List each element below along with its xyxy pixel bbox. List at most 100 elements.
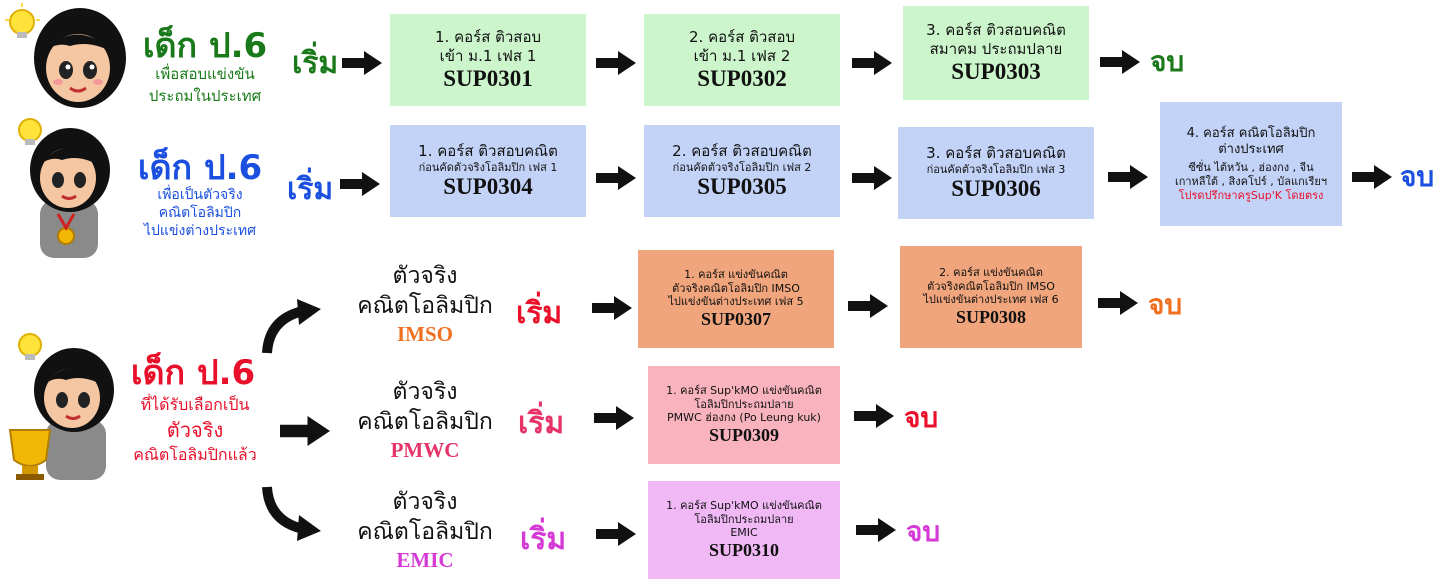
comp-line2: คณิตโอลิมปิก bbox=[357, 292, 493, 319]
pmwc-arrow-end bbox=[854, 404, 894, 428]
imso-start-label: เริ่ม bbox=[516, 296, 563, 331]
imso-arrow-start bbox=[592, 296, 632, 320]
row2-subtitle-line3: ไปแข่งต่างประเทศ bbox=[144, 223, 256, 240]
course-line2: ตัวจริงคณิตโอลิมปิก IMSO bbox=[672, 281, 800, 295]
course-box-international[interactable]: 4. คอร์ส คณิตโอลิมปิก ต่างประเทศ ซีซั่น … bbox=[1160, 102, 1342, 226]
course-box-sup0301[interactable]: 1. คอร์ส ติวสอบ เข้า ม.1 เฟส 1 SUP0301 bbox=[390, 14, 586, 106]
row2-arrow-end bbox=[1352, 165, 1392, 189]
course-line2: ก่อนคัดตัวจริงโอลิมปิก เฟส 2 bbox=[672, 160, 812, 174]
pmwc-arrow-start bbox=[594, 406, 634, 430]
course-code: SUP0301 bbox=[443, 65, 533, 91]
course-code: SUP0309 bbox=[708, 425, 779, 446]
course-code: SUP0307 bbox=[700, 309, 771, 330]
row1-subtitle-line2: ประถมในประเทศ bbox=[148, 86, 262, 105]
pmwc-start-label: เริ่ม bbox=[518, 406, 565, 441]
mascot-girl-2 bbox=[18, 118, 110, 258]
mascot-girl-1 bbox=[5, 3, 126, 108]
row3-subtitle: ที่ได้รับเลือกเป็น ตัวจริง คณิตโอลิมปิกแ… bbox=[110, 394, 280, 467]
course-box-sup0303[interactable]: 3. คอร์ส ติวสอบคณิต สมาคม ประถมปลาย SUP0… bbox=[903, 6, 1089, 100]
mascot-girl-3 bbox=[8, 333, 114, 480]
course-line2: เข้า ม.1 เฟส 2 bbox=[693, 47, 791, 65]
course-line3: ซีซั่น ไต้หวัน , ฮ่องกง , จีน bbox=[1188, 161, 1314, 175]
row1-subtitle: เพื่อสอบแข่งขัน ประถมในประเทศ bbox=[115, 64, 295, 108]
imso-arrow-end bbox=[1098, 291, 1138, 315]
course-box-sup0304[interactable]: 1. คอร์ส ติวสอบคณิต ก่อนคัดตัวจริงโอลิมป… bbox=[390, 125, 586, 217]
course-line1: 2. คอร์ส ติวสอบคณิต bbox=[672, 141, 812, 160]
course-box-sup0308[interactable]: 2. คอร์ส แข่งขันคณิต ตัวจริงคณิตโอลิมปิก… bbox=[900, 246, 1082, 348]
comp-line1: ตัวจริง bbox=[392, 379, 458, 405]
course-line1: 1. คอร์ส ติวสอบคณิต bbox=[418, 141, 558, 160]
row1-arrow-end bbox=[1100, 50, 1140, 74]
course-line1: 3. คอร์ส ติวสอบคณิต bbox=[926, 21, 1066, 40]
row3-subtitle-line3: คณิตโอลิมปิกแล้ว bbox=[133, 445, 257, 465]
course-line2: โอลิมปิกประถมปลาย bbox=[694, 397, 794, 411]
course-line1: 1. คอร์ส Sup'kMO แข่งขันคณิต bbox=[666, 383, 822, 397]
course-line1: 3. คอร์ส ติวสอบคณิต bbox=[926, 143, 1066, 162]
row2-arrow-start bbox=[340, 172, 380, 196]
row1-arrow-2 bbox=[852, 51, 892, 75]
row2-end-label: จบ bbox=[1400, 160, 1435, 193]
emic-end-label: จบ bbox=[906, 515, 941, 548]
course-line2: ต่างประเทศ bbox=[1218, 141, 1284, 157]
course-line2: เข้า ม.1 เฟส 1 bbox=[439, 47, 537, 65]
row1-subtitle-line1: เพื่อสอบแข่งขัน bbox=[155, 65, 255, 83]
row3-subtitle-line1: ที่ได้รับเลือกเป็น bbox=[140, 395, 250, 414]
row2-subtitle-line1: เพื่อเป็นตัวจริง bbox=[157, 187, 243, 203]
row2-arrow-2 bbox=[852, 166, 892, 190]
emic-arrow-end bbox=[856, 518, 896, 542]
comp-line2: คณิตโอลิมปิก bbox=[357, 518, 493, 545]
row3-title: เด็ก ป.6 bbox=[130, 353, 256, 393]
branch-arrow-up bbox=[262, 299, 321, 354]
course-line2: ตัวจริงคณิตโอลิมปิก IMSO bbox=[927, 279, 1055, 293]
course-line1: 1. คอร์ส Sup'kMO แข่งขันคณิต bbox=[666, 498, 822, 512]
pmwc-end-label: จบ bbox=[904, 401, 939, 434]
course-box-sup0302[interactable]: 2. คอร์ส ติวสอบ เข้า ม.1 เฟส 2 SUP0302 bbox=[644, 14, 840, 106]
course-box-sup0305[interactable]: 2. คอร์ส ติวสอบคณิต ก่อนคัดตัวจริงโอลิมป… bbox=[644, 125, 840, 217]
row1-title: เด็ก ป.6 bbox=[142, 26, 268, 66]
row2-arrow-1 bbox=[596, 166, 636, 190]
row1-arrow-start bbox=[342, 51, 382, 75]
row1-start-label: เริ่ม bbox=[292, 46, 339, 81]
row3-subtitle-line2: ตัวจริง bbox=[166, 418, 224, 443]
course-line1: 1. คอร์ส แข่งขันคณิต bbox=[684, 267, 788, 281]
course-line1: 4. คอร์ส คณิตโอลิมปิก bbox=[1186, 125, 1316, 141]
course-code: SUP0304 bbox=[443, 174, 533, 200]
course-line2: ก่อนคัดตัวจริงโอลิมปิก เฟส 1 bbox=[418, 160, 558, 174]
course-line2: สมาคม ประถมปลาย bbox=[929, 40, 1063, 58]
competition-imso: ตัวจริง คณิตโอลิมปิก IMSO bbox=[340, 262, 510, 347]
course-code: SUP0306 bbox=[951, 176, 1041, 202]
row1-end-label: จบ bbox=[1150, 45, 1185, 78]
mascot-illustrations bbox=[5, 3, 126, 480]
comp-line1: ตัวจริง bbox=[392, 489, 458, 515]
course-box-sup0309[interactable]: 1. คอร์ส Sup'kMO แข่งขันคณิต โอลิมปิกประ… bbox=[648, 366, 840, 464]
imso-end-label: จบ bbox=[1148, 288, 1183, 321]
row2-subtitle: เพื่อเป็นตัวจริง คณิตโอลิมปิก ไปแข่งต่าง… bbox=[110, 186, 290, 241]
branch-arrow-down bbox=[262, 486, 321, 541]
emic-start-label: เริ่ม bbox=[520, 522, 567, 557]
course-code: SUP0310 bbox=[708, 540, 779, 561]
row2-title: เด็ก ป.6 bbox=[137, 148, 263, 188]
course-line3: ไปแข่งขันต่างประเทศ เฟส 6 bbox=[923, 293, 1059, 307]
course-line1: 2. คอร์ส ติวสอบ bbox=[689, 28, 795, 47]
course-line3: EMIC bbox=[730, 526, 758, 540]
comp-code: EMIC bbox=[396, 547, 454, 572]
row1-arrow-1 bbox=[596, 51, 636, 75]
course-code: SUP0303 bbox=[951, 58, 1041, 84]
course-line2: โอลิมปิกประถมปลาย bbox=[694, 512, 794, 526]
row2-arrow-3 bbox=[1108, 165, 1148, 189]
course-box-sup0307[interactable]: 1. คอร์ส แข่งขันคณิต ตัวจริงคณิตโอลิมปิก… bbox=[638, 250, 834, 348]
course-box-sup0306[interactable]: 3. คอร์ส ติวสอบคณิต ก่อนคัดตัวจริงโอลิมป… bbox=[898, 127, 1094, 219]
course-line1: 1. คอร์ส ติวสอบ bbox=[435, 28, 541, 47]
branch-arrow-right bbox=[275, 416, 335, 446]
comp-code: IMSO bbox=[396, 321, 453, 346]
course-code: SUP0305 bbox=[697, 174, 787, 200]
row2-start-label: เริ่ม bbox=[287, 172, 334, 207]
course-line1: 2. คอร์ส แข่งขันคณิต bbox=[939, 265, 1043, 279]
course-note: โปรดปรึกษาครูSup'K โดยตรง bbox=[1178, 188, 1324, 202]
course-code: SUP0302 bbox=[697, 65, 787, 91]
course-line4: เกาหลีใต้ , สิงคโปร์ , บัลแกเรียฯ bbox=[1174, 174, 1328, 188]
course-code: SUP0308 bbox=[955, 307, 1026, 328]
comp-code: PMWC bbox=[390, 437, 460, 462]
course-box-sup0310[interactable]: 1. คอร์ส Sup'kMO แข่งขันคณิต โอลิมปิกประ… bbox=[648, 481, 840, 579]
course-line2: ก่อนคัดตัวจริงโอลิมปิก เฟส 3 bbox=[926, 162, 1066, 176]
